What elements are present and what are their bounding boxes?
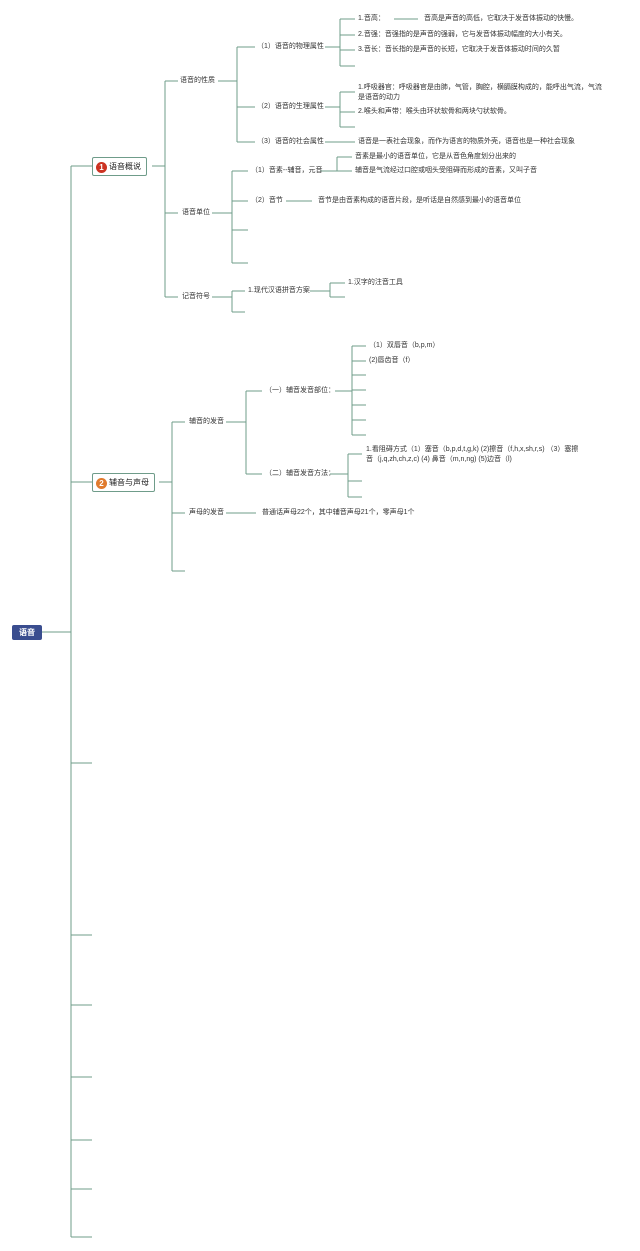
topic-units[interactable]: 语音单位 <box>182 209 210 216</box>
topic-notation[interactable]: 记音符号 <box>182 293 210 300</box>
leaf-pitch-label: 1.音高： <box>358 15 385 22</box>
topic-pinyin-scheme[interactable]: 1.现代汉语拼音方案 <box>248 287 310 294</box>
number-badge: 2 <box>96 478 107 489</box>
leaf-labiodental: (2)唇齿音（f） <box>369 357 415 364</box>
topic-nature[interactable]: 语音的性质 <box>180 77 215 84</box>
leaf-intensity: 2.音强：音强指的是声音的强弱，它与发音体振动幅度的大小有关。 <box>358 31 567 38</box>
leaf-pitch-desc: 音高是声音的高低，它取决于发音体振动的快慢。 <box>424 15 578 22</box>
topic-physical[interactable]: （1）语音的物理属性 <box>257 43 324 50</box>
topic-initials[interactable]: 声母的发音 <box>189 509 224 516</box>
leaf-bilabial: （1）双唇音（b,p,m） <box>369 342 440 349</box>
leaf-manner-desc: 1.看阻碍方式（1）塞音（b,p,d,t,g,k) (2)擦音（f,h,x,sh… <box>366 446 579 463</box>
section-label: 辅音与声母 <box>109 478 149 487</box>
topic-phoneme[interactable]: （1）音素--辅音，元音 <box>251 167 323 174</box>
leaf-social-desc: 语音是一表社会现象，而作为语言的物质外壳，语音也是一种社会现象 <box>358 138 575 145</box>
topic-manner[interactable]: （二）辅音发音方法： <box>265 470 335 477</box>
root-node[interactable]: 语音 <box>12 625 42 640</box>
leaf-breathing: 1.呼吸器官：呼吸器官是由肺，气管，胸腔，横膈膜构成的，能呼出气流，气流是语音的… <box>358 84 602 101</box>
leaf-duration: 3.音长：音长指的是声音的长短，它取决于发音体振动时间的久暂 <box>358 46 560 53</box>
topic-physiological[interactable]: （2）语音的生理属性 <box>257 103 324 110</box>
topic-syllable[interactable]: （2）音节 <box>251 197 283 204</box>
leaf-consonant-desc: 辅音是气流经过口腔或咽头受阻碍而形成的音素，又叫子音 <box>355 167 537 174</box>
number-badge: 1 <box>96 162 107 173</box>
topic-place[interactable]: （一）辅音发音部位： <box>265 387 335 394</box>
leaf-phoneme-desc: 音素是最小的语音单位，它是从音色角度划分出来的 <box>355 153 516 160</box>
leaf-larynx: 2.喉头和声带：喉头由环状软骨和两块勺状软骨。 <box>358 108 511 115</box>
section-label: 语音概说 <box>109 162 141 171</box>
leaf-syllable-desc: 音节是由音素构成的语音片段，是听话是自然感到最小的语音单位 <box>318 197 521 204</box>
leaf-initials-count: 普通话声母22个，其中辅音声母21个，零声母1个 <box>262 509 415 516</box>
topic-social[interactable]: （3）语音的社会属性 <box>257 138 324 145</box>
topic-consonant-articulation[interactable]: 辅音的发音 <box>189 418 224 425</box>
leaf-pinyin-tool: 1.汉字的注音工具 <box>348 279 403 286</box>
